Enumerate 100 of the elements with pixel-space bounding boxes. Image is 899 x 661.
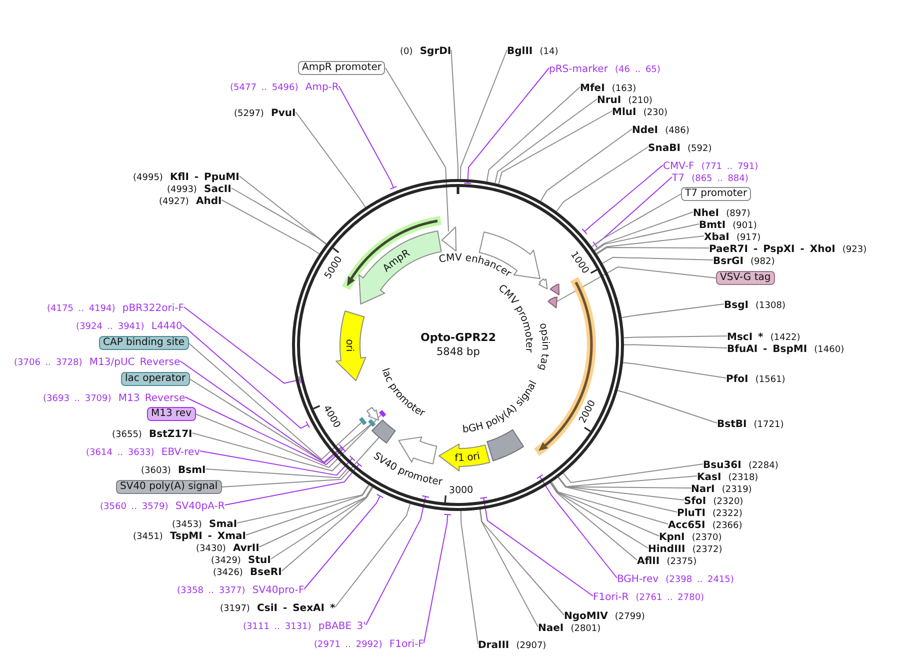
primer-site-label: (3706 .. 3728) M13/pUC Reverse	[14, 354, 180, 368]
leader-line	[230, 188, 327, 245]
restriction-site-label: (3430) AvrII	[196, 540, 260, 554]
leader-line	[423, 514, 452, 644]
leader-line	[550, 482, 660, 536]
primer-site-label: T7 (865 .. 884)	[672, 170, 748, 184]
restriction-site-label: AflII (2375)	[637, 552, 697, 568]
leader-line	[592, 176, 672, 248]
primer-site-label: (5477 .. 5496) Amp-R	[230, 78, 339, 94]
feature-mark	[367, 418, 377, 428]
leader-line	[617, 390, 718, 424]
leader-line	[621, 304, 724, 318]
leader-line	[184, 306, 302, 384]
restriction-site-label: (4995) KflI - PpuMI	[133, 168, 240, 184]
feature-mark	[358, 416, 368, 427]
primer-site-label: BGH-rev (2398 .. 2415)	[617, 570, 734, 586]
leader-line	[480, 496, 594, 596]
primer-site-label: (3560 .. 3579) SV40pA-R	[100, 498, 225, 512]
leader-line	[236, 484, 370, 524]
leader-line	[270, 486, 373, 560]
leader-line	[536, 474, 618, 578]
primer-site-label: F1ori-R (2761 .. 2780)	[593, 588, 704, 604]
leader-line	[224, 462, 362, 506]
restriction-site-label: PfoI (1561)	[726, 370, 786, 386]
restriction-site-label: BfuAI - BspMI (1460)	[727, 340, 844, 356]
primer-site-label: (2971 .. 2992) F1ori-F	[314, 636, 424, 650]
feature-tag: T7 promoter	[681, 187, 752, 201]
restriction-site-label: Bsu36I (2284)	[703, 456, 778, 472]
primer-site-label: (3614 .. 3633) EBV-rev	[86, 444, 200, 458]
restriction-site-label: NdeI (486)	[632, 122, 690, 136]
restriction-site-label: Acc65I (2366)	[668, 516, 742, 532]
leader-line	[591, 194, 682, 248]
restriction-site-label: (4927) AhdI	[159, 192, 222, 208]
leader-line	[460, 50, 508, 180]
feature-tag: M13 rev	[147, 407, 196, 421]
primer-site-label: (4175 .. 4194) pBR322ori-F	[47, 300, 184, 314]
leader-line	[180, 360, 344, 463]
leader-line	[281, 486, 374, 572]
restriction-site-label: PaeR7I - PspXI - XhoI (923)	[709, 240, 867, 256]
leader-line	[594, 224, 700, 252]
leader-line	[558, 476, 678, 512]
leader-line	[450, 50, 458, 180]
leader-line	[551, 482, 668, 524]
restriction-site-label: (3429) StuI	[211, 552, 271, 566]
leader-line	[221, 200, 320, 254]
leader-line	[195, 414, 382, 468]
leader-line	[338, 86, 398, 190]
leader-line	[624, 344, 728, 348]
restriction-site-label: NruI (210)	[597, 92, 652, 106]
primer-site-label: pRS-marker (46 .. 65)	[549, 60, 660, 76]
leader-line	[550, 482, 648, 548]
feature-label: f1 ori	[454, 450, 480, 464]
leader-line	[334, 503, 411, 608]
leader-line	[192, 432, 342, 472]
feature-tag: CAP binding site	[99, 336, 189, 350]
leader-line	[221, 436, 380, 488]
leader-line	[189, 378, 372, 464]
leader-line	[205, 468, 348, 478]
feature-mark	[378, 408, 388, 418]
primer-site-label: (3111 .. 3131) pBABE 3'	[243, 618, 366, 632]
leader-line	[540, 128, 632, 202]
feature-tag: VSV-G tag	[716, 271, 775, 285]
leader-line	[623, 336, 728, 338]
restriction-site-label: BsrGI (982)	[713, 252, 775, 268]
leader-line	[486, 86, 580, 182]
primer-site-label: (3358 .. 3377) SV40pro-F	[177, 582, 304, 596]
restriction-site-label: (3603) BsmI	[141, 462, 206, 476]
restriction-site-label: (3197) CsiI - SexAI *	[220, 600, 336, 614]
leader-line	[498, 110, 612, 185]
restriction-site-label: BmtI (901)	[699, 216, 757, 232]
restriction-site-label: NarI (2319)	[691, 480, 752, 496]
restriction-site-label: NheI (897)	[693, 204, 750, 220]
feature-segment	[546, 296, 558, 308]
leader-line	[582, 164, 664, 235]
feature-tag: lac operator	[121, 372, 190, 386]
plasmid-backbone-ring	[292, 179, 624, 511]
leader-line	[494, 98, 598, 184]
restriction-site-label: (3426) BseRI	[213, 564, 282, 578]
leader-line	[365, 495, 430, 626]
leader-line	[596, 247, 710, 255]
restriction-site-label: KasI (2318)	[697, 468, 758, 484]
leader-line	[460, 510, 478, 644]
feature-tag: SV40 poly(A) signal	[116, 480, 222, 494]
restriction-site-label: BstBI (1721)	[717, 416, 784, 430]
scale-label: 3000	[448, 486, 474, 496]
leader-line	[295, 112, 366, 208]
leader-line	[558, 476, 684, 500]
restriction-site-label: MscI * (1422)	[727, 328, 800, 344]
restriction-site-label: PluTI (2322)	[677, 504, 742, 520]
restriction-site-label: MfeI (163)	[580, 80, 636, 94]
restriction-site-label: MluI (230)	[612, 104, 668, 118]
restriction-site-label: (5297) PvuI	[234, 104, 296, 120]
leader-line	[556, 146, 648, 212]
feature-segment	[441, 226, 458, 252]
primer-site-label: (3924 .. 3941) L4440	[76, 318, 182, 332]
leader-line	[558, 476, 698, 488]
plasmid-name: Opto-GPR22	[420, 331, 496, 345]
leader-line	[184, 396, 346, 466]
leader-line	[464, 68, 550, 184]
leader-line	[594, 212, 694, 251]
